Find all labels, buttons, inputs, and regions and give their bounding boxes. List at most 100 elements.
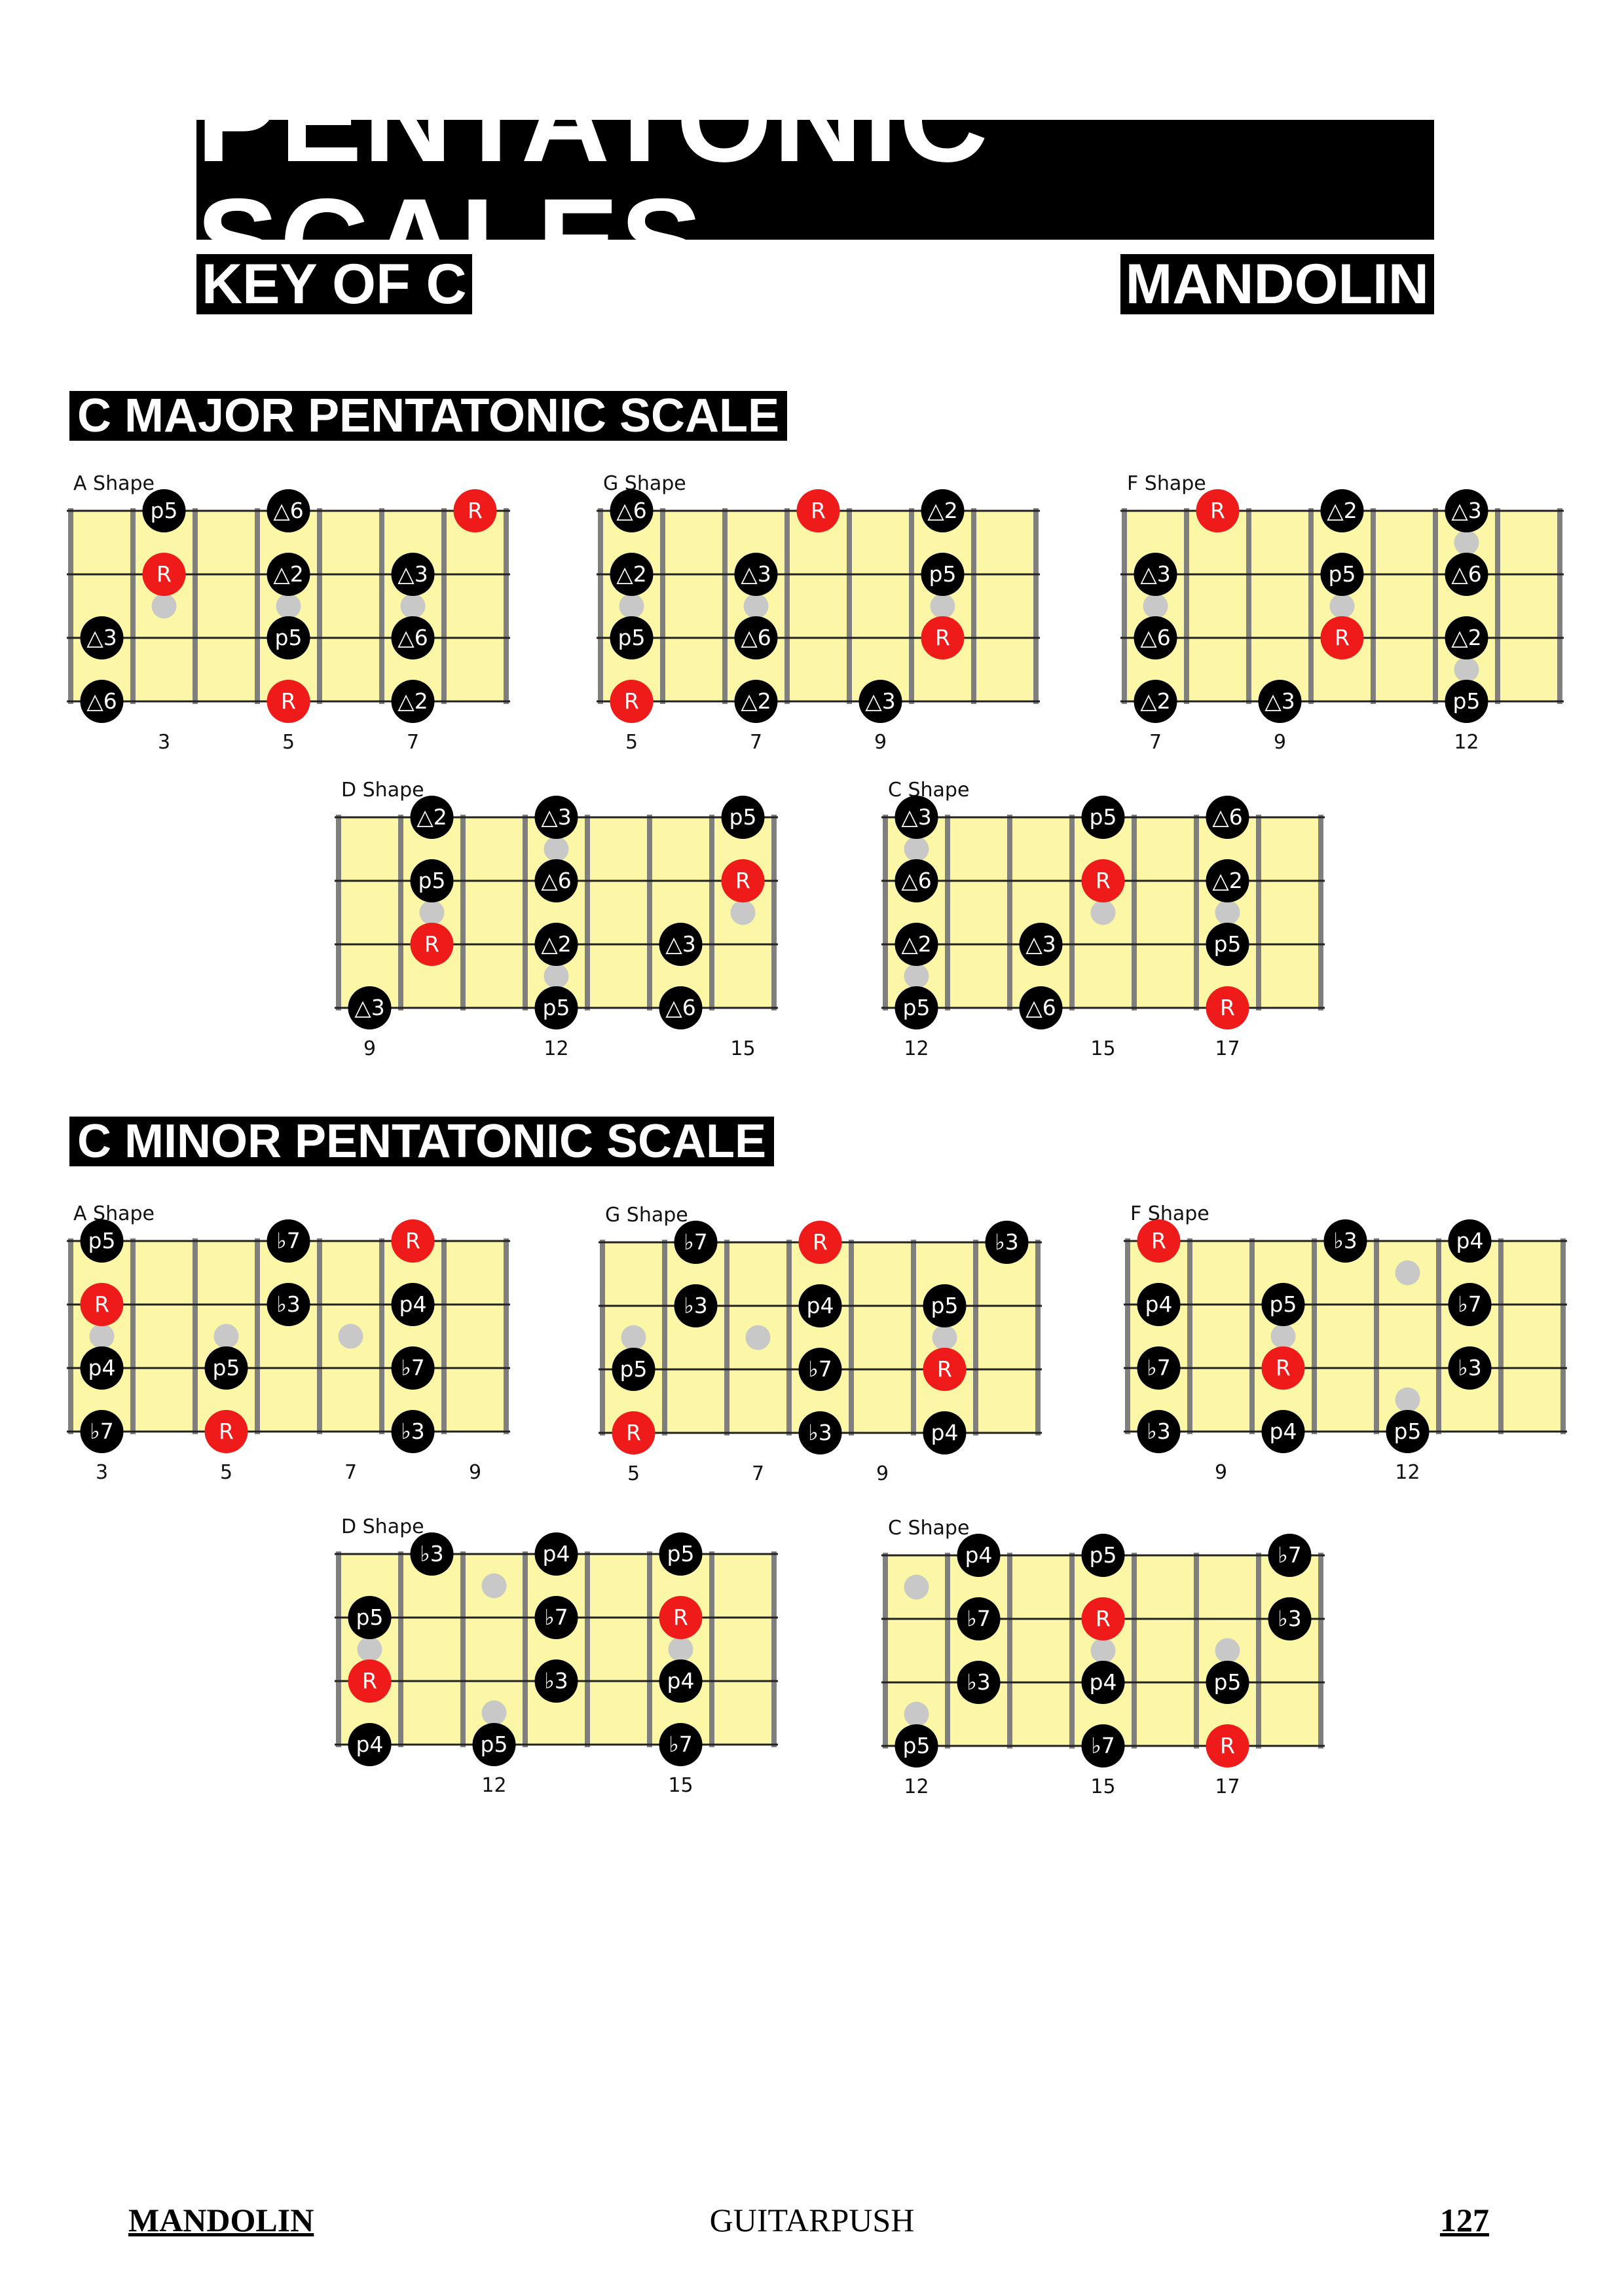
fret-number: 12 xyxy=(904,1037,929,1060)
ghost-dot xyxy=(1090,1638,1116,1663)
scale-note: ♭3 xyxy=(267,1283,310,1326)
scale-note: ♭3 xyxy=(391,1410,435,1453)
note-label: △6 xyxy=(1451,561,1481,587)
scale-note: △3 xyxy=(1445,489,1488,532)
ghost-dot xyxy=(1454,657,1479,682)
note-label: ♭7 xyxy=(1091,1733,1115,1758)
fret-wire xyxy=(973,1240,978,1435)
fret-number: 7 xyxy=(344,1461,357,1484)
scale-note: p4 xyxy=(1137,1283,1181,1326)
scale-note: △6 xyxy=(895,859,938,902)
fret-number: 9 xyxy=(1274,731,1286,754)
fret-wire xyxy=(1371,508,1376,704)
note-label: R xyxy=(937,1356,952,1382)
scale-note: ♭3 xyxy=(674,1284,718,1327)
scale-note: p5 xyxy=(348,1596,392,1639)
scale-note: p5 xyxy=(1081,1534,1125,1577)
note-label: △3 xyxy=(397,561,428,587)
note-label: △3 xyxy=(354,995,384,1020)
note-label: p5 xyxy=(418,868,446,893)
string-line xyxy=(881,1007,1325,1009)
fret-wire xyxy=(317,1238,322,1434)
scale-note: △2 xyxy=(1320,489,1364,532)
root-note: R xyxy=(1206,1724,1249,1768)
ghost-dot xyxy=(1215,1638,1240,1663)
note-label: △6 xyxy=(1140,625,1170,650)
fret-wire xyxy=(722,508,728,704)
note-label: △6 xyxy=(1212,804,1242,830)
shape-label: C Shape xyxy=(888,1517,969,1540)
root-note: R xyxy=(391,1219,435,1263)
fret-number: 9 xyxy=(363,1037,376,1060)
note-label: p5 xyxy=(213,1355,240,1380)
note-label: ♭3 xyxy=(1458,1355,1482,1380)
scale-note: p5 xyxy=(1206,1661,1249,1704)
scale-note: p4 xyxy=(348,1723,392,1766)
note-label: p5 xyxy=(1394,1418,1422,1444)
fret-wire xyxy=(398,1551,403,1747)
fret-number: 7 xyxy=(407,731,419,754)
scale-note: △2 xyxy=(895,923,938,966)
fret-number: 12 xyxy=(544,1037,568,1060)
note-label: p4 xyxy=(543,1541,570,1566)
note-label: p4 xyxy=(965,1542,993,1568)
scale-note: △6 xyxy=(1019,986,1063,1029)
note-label: △2 xyxy=(1140,688,1170,714)
fret-wire xyxy=(1308,508,1314,704)
note-label: p5 xyxy=(1270,1291,1297,1317)
root-note: R xyxy=(204,1410,248,1453)
fret-wire xyxy=(1498,1238,1504,1434)
shape-label: G Shape xyxy=(603,472,686,495)
ghost-dot xyxy=(89,1324,115,1349)
ghost-dot xyxy=(1395,1387,1420,1413)
scale-note: △2 xyxy=(534,923,578,966)
scale-note: ♭3 xyxy=(410,1532,454,1576)
fret-number: 7 xyxy=(752,1462,764,1485)
ghost-dot xyxy=(904,1701,929,1727)
note-label: R xyxy=(735,868,750,893)
scale-note: p4 xyxy=(1448,1219,1492,1263)
root-note: R xyxy=(142,553,186,596)
note-label: p5 xyxy=(481,1731,508,1757)
shape-label: F Shape xyxy=(1130,1202,1209,1225)
note-label: R xyxy=(624,688,639,714)
scale-note: p4 xyxy=(659,1659,703,1703)
ghost-dot xyxy=(1329,593,1355,619)
fret-wire xyxy=(336,815,341,1010)
note-label: R xyxy=(1220,995,1235,1020)
fret-number: 9 xyxy=(874,731,887,754)
fret-wire xyxy=(971,508,976,704)
fret-wire xyxy=(883,1553,888,1749)
scale-note: p4 xyxy=(1081,1661,1125,1704)
scale-note: △2 xyxy=(1445,616,1488,659)
note-label: △2 xyxy=(1451,625,1481,650)
note-label: ♭7 xyxy=(276,1228,301,1253)
note-label: △2 xyxy=(541,931,571,957)
scale-note: △3 xyxy=(391,553,435,596)
fret-wire xyxy=(1256,815,1261,1010)
fret-wire xyxy=(1318,815,1323,1010)
fret-number: 15 xyxy=(1090,1037,1115,1060)
scale-note: △3 xyxy=(858,680,902,723)
note-label: R xyxy=(1335,625,1350,650)
fret-wire xyxy=(68,508,73,704)
fret-wire xyxy=(662,1240,667,1435)
ghost-dot xyxy=(213,1324,239,1349)
fretboard-body xyxy=(71,1241,506,1432)
note-label: △6 xyxy=(665,995,695,1020)
scale-note: ♭7 xyxy=(957,1597,1001,1640)
fret-wire xyxy=(441,1238,447,1434)
scale-note: p5 xyxy=(1081,796,1125,839)
fret-wire xyxy=(771,815,777,1010)
fret-wire xyxy=(336,1551,341,1747)
note-label: △2 xyxy=(741,688,771,714)
scale-note: p5 xyxy=(895,1724,938,1768)
scale-note: ♭7 xyxy=(1268,1534,1312,1577)
root-note: R xyxy=(1081,1597,1125,1640)
fret-wire xyxy=(193,508,198,704)
root-note: R xyxy=(1081,859,1125,902)
fret-number: 3 xyxy=(96,1461,108,1484)
note-label: △6 xyxy=(741,625,771,650)
fret-wire xyxy=(504,508,509,704)
